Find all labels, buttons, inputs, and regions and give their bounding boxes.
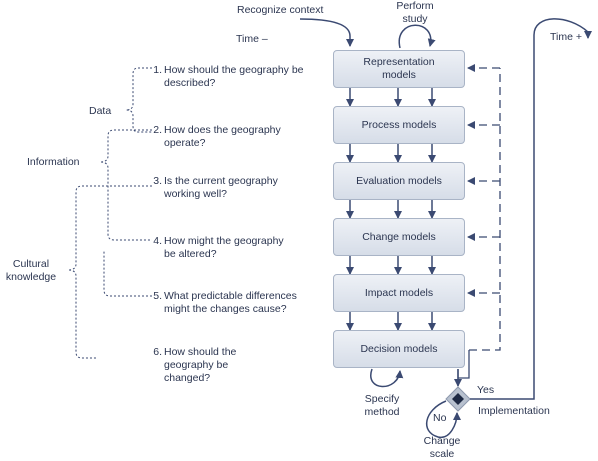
recognize-context-arrow bbox=[299, 18, 354, 47]
box-label: Representation models bbox=[363, 56, 435, 81]
question-text: How should the geography be changed? bbox=[164, 346, 237, 384]
time-plus-label: Time + bbox=[550, 31, 582, 43]
time-minus-label: Time – bbox=[236, 33, 268, 45]
decision-models-box: Decision models bbox=[333, 330, 465, 368]
box-label: Change models bbox=[362, 230, 436, 243]
box-label: Process models bbox=[361, 118, 437, 131]
perform-study-loop bbox=[398, 24, 436, 49]
feedback-loop bbox=[457, 64, 501, 379]
question-text: How does the geography operate? bbox=[164, 124, 281, 149]
representation-models-box: Representation models bbox=[333, 50, 465, 88]
evaluation-models-box: Evaluation models bbox=[333, 162, 465, 200]
perform-study-label: Perform study bbox=[396, 0, 434, 25]
question-number: 6. bbox=[153, 346, 162, 358]
specify-method-label: Specify method bbox=[364, 393, 400, 418]
box-label: Evaluation models bbox=[356, 174, 442, 187]
cultural-knowledge-label: Cultural knowledge bbox=[5, 258, 57, 283]
recognize-context-label: Recognize context bbox=[237, 4, 324, 16]
question-number: 5. bbox=[153, 290, 162, 302]
information-bracket bbox=[99, 129, 152, 241]
decision-diamond bbox=[445, 386, 471, 412]
cultural-knowledge-bracket bbox=[67, 185, 152, 359]
no-label: No bbox=[433, 412, 447, 424]
question-number: 4. bbox=[153, 235, 162, 247]
change-models-box: Change models bbox=[333, 218, 465, 256]
data-label: Data bbox=[89, 105, 112, 117]
question-number: 1. bbox=[153, 64, 162, 76]
question-text: How should the geography be described? bbox=[164, 64, 304, 89]
data-bracket bbox=[125, 67, 152, 133]
box-label: Decision models bbox=[360, 342, 438, 355]
implementation-label: Implementation bbox=[478, 405, 550, 417]
model-sequence-arrows bbox=[346, 88, 436, 331]
change-scale-label: Change scale bbox=[423, 435, 461, 460]
question-number: 3. bbox=[153, 175, 162, 187]
information-label: Information bbox=[27, 156, 80, 168]
impact-models-box: Impact models bbox=[333, 274, 465, 312]
process-models-box: Process models bbox=[333, 106, 465, 144]
question-text: How might the geography be altered? bbox=[164, 235, 284, 260]
no-change-scale-loop bbox=[425, 400, 461, 439]
question-text: Is the current geography working well? bbox=[164, 175, 278, 200]
yes-implementation-arrow bbox=[470, 18, 592, 400]
question-number: 2. bbox=[153, 124, 162, 136]
box-label: Impact models bbox=[364, 286, 434, 299]
question-text: What predictable differences might the c… bbox=[164, 290, 297, 315]
specify-method-loop bbox=[370, 368, 404, 388]
yes-label: Yes bbox=[477, 384, 495, 396]
